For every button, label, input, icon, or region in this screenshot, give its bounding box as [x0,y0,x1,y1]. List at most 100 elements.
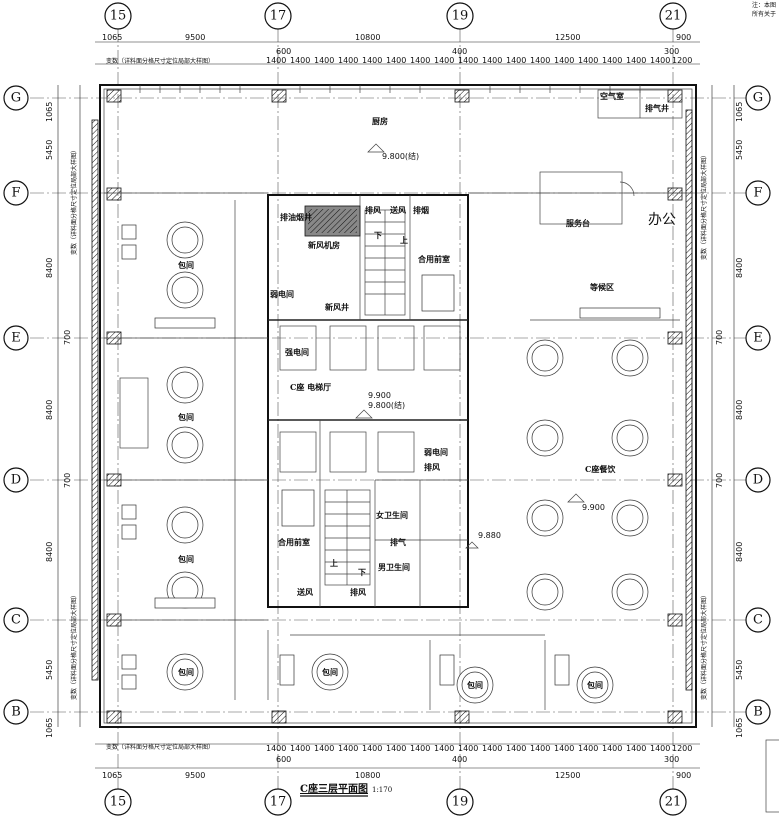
dim-right-1065b: 1065 [735,718,744,738]
round-tables [121,221,661,704]
dim-top-900: 900 [676,33,691,42]
private-room-4: 包间 [177,667,194,677]
module-top-9: 1400 [458,56,478,65]
module-bottom-9: 1400 [458,744,478,753]
dim-left-700b: 700 [63,473,72,488]
module-bottom-6: 1400 [386,744,406,753]
axis-g-right: G [753,91,763,106]
module-top-14: 1400 [578,56,598,65]
module-top-2: 1400 [290,56,310,65]
dim-right-5450b: 5450 [735,660,744,680]
axis-17-bottom: 17 [270,795,287,810]
dim-bottom-900: 900 [676,771,691,780]
exhaust-bottom-label: 排风 [350,587,366,597]
dim-top-1065: 1065 [102,33,122,42]
module-top-12: 1400 [530,56,550,65]
drawing-title: C座三层平面图 [300,782,368,795]
module-bottom-7: 1400 [410,744,430,753]
axis-c-left: C [11,613,21,628]
dim-right-700a: 700 [715,330,724,345]
private-room-7: 包间 [586,680,603,690]
axis-e-left: E [11,331,21,346]
kitchen-level: 9.800(结) [382,151,419,161]
axis-d-right: D [753,473,763,488]
module-bottom-16: 1400 [626,744,646,753]
axis-bubbles [3,2,771,816]
dim-right-8400b: 8400 [735,400,744,420]
curtain-note-left-2: 变数（详料面分格尺寸定位局部大样图） [70,592,78,700]
exhaust-air-label: 排风 [365,205,381,215]
dim-left-1065: 1065 [45,102,54,122]
service-desk-label: 服务台 [566,218,590,228]
dim-bottom-9500: 9500 [185,771,205,780]
module-bottom-11: 1400 [506,744,526,753]
module-top-11: 1400 [506,56,526,65]
curtain-note-top: 变数（详料面分格尺寸定位局部大样图） [106,57,214,65]
level-marker-icon [367,143,385,153]
dim-top-600: 600 [276,47,291,56]
partitions [104,89,692,710]
module-top-4: 1400 [338,56,358,65]
axis-g-left: G [11,91,21,106]
axis-b-right: B [753,705,763,720]
dim-left-5450b: 5450 [45,660,54,680]
weak-room-label: 弱电间 [270,289,294,299]
fire-lobby-label: 合用前室 [417,254,450,264]
wc-level: 9.880 [478,531,501,540]
module-bottom-10: 1400 [482,744,502,753]
dim-left-8400b: 8400 [45,400,54,420]
private-room-5: 包间 [321,667,338,677]
dim-right-5450: 5450 [735,140,744,160]
note-line-2: 所有关于 [752,10,776,18]
module-bottom-3: 1400 [314,744,334,753]
dim-left-700a: 700 [63,330,72,345]
up-label-1: 上 [400,235,408,245]
axis-15-top: 15 [110,9,127,24]
module-bottom-8: 1400 [434,744,454,753]
dim-bottom-300: 300 [664,755,679,764]
axis-15-bottom: 15 [110,795,127,810]
down-label-1: 下 [374,230,382,240]
smoke-exhaust-label: 排烟 [413,205,429,215]
module-bottom-1: 1400 [266,744,286,753]
dim-right-8400c: 8400 [735,542,744,562]
axis-17-top: 17 [270,9,287,24]
module-bottom-12: 1400 [530,744,550,753]
module-bottom-13: 1400 [554,744,574,753]
dim-top-9500: 9500 [185,33,205,42]
dim-top-12500: 12500 [555,33,580,42]
building-envelope [91,84,697,728]
curtain-note-right-1: 变数（详料面分格尺寸定位局部大样图） [700,152,708,260]
module-top-10: 1400 [482,56,502,65]
module-bottom-4: 1400 [338,744,358,753]
module-top-6: 1400 [386,56,406,65]
module-top-1200: 1200 [672,56,692,65]
hall-level-icon [355,409,373,419]
drawing-title-block: C座三层平面图 1:170 注：本图 所有关于 [300,1,779,813]
axis-b-left: B [11,705,21,720]
supply-air-label: 送风 [389,205,406,215]
dim-left-8400c: 8400 [45,542,54,562]
curtain-note-bottom: 变数（详料面分格尺寸定位局部大样图） [106,743,214,751]
room-labels: 厨房 9.800(结) 空气室 排气井 排油烟井 HV 新风机房 新风井 弱电间… [177,91,676,690]
dim-bottom-1065: 1065 [102,771,122,780]
office-label: 办公 [648,212,676,228]
private-room-2: 包间 [177,412,194,422]
module-bottom-5: 1400 [362,744,382,753]
elevator-hall-label: C座 电梯厅 [290,382,331,392]
dining-level: 9.900 [582,503,605,512]
female-wc-label: 女卫生间 [376,510,408,520]
axis-f-left: F [11,186,20,201]
module-bottom-2: 1400 [290,744,310,753]
dining-label: C座餐饮 [585,464,616,474]
dimension-lines [57,41,735,769]
hall-level-2: 9.800(结) [368,400,405,410]
module-bottom-14: 1400 [578,744,598,753]
dim-left-8400a: 8400 [45,258,54,278]
air-room-label: 空气室 [600,91,624,101]
fire-lobby2-label: 合用前室 [277,537,310,547]
module-top-1: 1400 [266,56,286,65]
waiting-label: 等候区 [589,282,614,292]
axis-f-right: F [753,186,762,201]
